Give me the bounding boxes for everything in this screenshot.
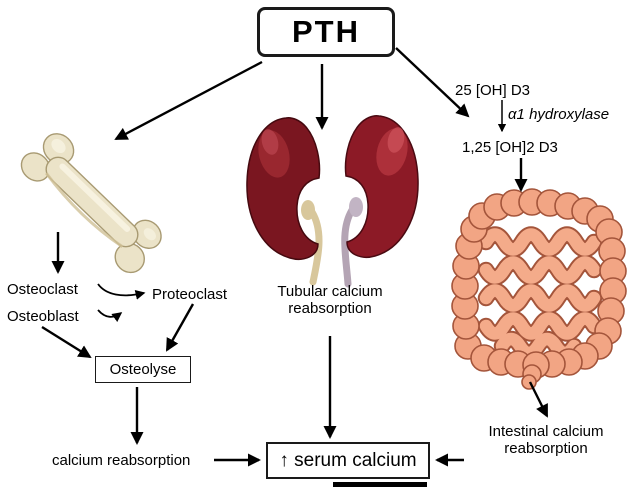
- alpha1-hydroxylase-label: α1 hydroxylase: [508, 106, 610, 123]
- rectum: [521, 364, 542, 390]
- calcium-reabsorption-label: calcium reabsorption: [52, 452, 191, 469]
- arrow-pth-to-vitamin-d: [395, 47, 470, 118]
- arrow-osteoclast-to-proteoclast: [97, 283, 146, 300]
- ureter-left: [308, 208, 323, 286]
- kidney-right: [344, 115, 419, 258]
- arrow-intestine-to-intestinal-label: [528, 381, 549, 418]
- bone-highlight: [51, 138, 66, 154]
- renal-pelvis-left: [301, 200, 315, 220]
- proteoclast-label: Proteoclast: [152, 286, 228, 303]
- intestinal-calcium-reabsorption-label: Intestinal calcium reabsorption: [488, 423, 604, 458]
- arrow-proteoclast-to-osteolyse: [165, 303, 195, 352]
- tubular-calcium-reabsorption-label: Tubular calcium reabsorption: [277, 283, 383, 318]
- colon-beads: [451, 188, 627, 379]
- serum-calcium-node: ↑ serum calcium: [266, 442, 430, 479]
- kidney-left-highlight: [261, 129, 279, 155]
- arrow-osteoblast-curve: [97, 309, 123, 323]
- bone-knob: [114, 242, 145, 274]
- bone-highlight: [143, 228, 156, 241]
- kidneys-icon: [246, 115, 419, 288]
- osteolyse-node: Osteolyse: [95, 356, 191, 383]
- pth-node: PTH: [257, 7, 395, 57]
- bone-shaft-fill: [49, 161, 135, 243]
- bone-highlight: [59, 163, 131, 232]
- active-vitamin-d-label: 1,25 [OH]2 D3: [462, 139, 558, 156]
- vitamin-d-precursor-label: 25 [OH] D3: [455, 82, 531, 99]
- bottom-crop-artifact: [333, 482, 427, 487]
- osteoclast-label: Osteoclast: [7, 281, 78, 298]
- osteoblast-label: Osteoblast: [7, 308, 79, 325]
- bone-shadow: [45, 172, 124, 248]
- bone-icon: [20, 133, 162, 274]
- ureter-right: [341, 206, 356, 288]
- intestine-icon: [451, 188, 627, 390]
- kidney-right-highlight: [387, 127, 405, 153]
- bone-knob: [20, 152, 51, 182]
- arrow-osteoblast-to-osteolyse: [41, 325, 92, 359]
- renal-pelvis-right: [349, 197, 363, 217]
- arrow-pth-to-bone: [114, 60, 263, 141]
